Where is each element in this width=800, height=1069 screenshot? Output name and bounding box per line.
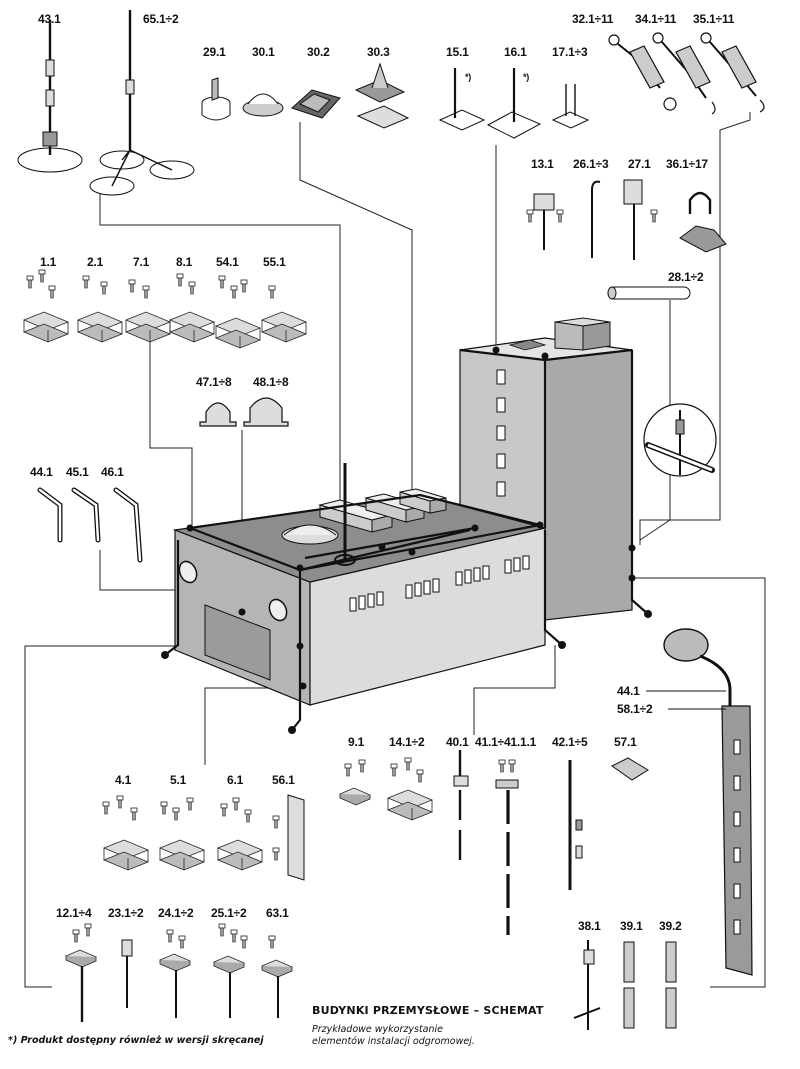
footnote: *) Produkt dostępny również w wersji skr…: [8, 1035, 264, 1046]
product-row-bottom: [65, 923, 293, 1022]
label-30-1: 30.1: [252, 45, 275, 59]
product-27-1: [623, 179, 658, 260]
product-28-1: [607, 286, 691, 300]
product-17-1: [551, 84, 590, 129]
label-5-1: 5.1: [170, 773, 187, 787]
product-43-1: [17, 20, 83, 173]
product-15-1: [438, 68, 486, 131]
label-2-1: 2.1: [87, 255, 104, 269]
label-28-1: 28.1÷2: [668, 270, 704, 284]
detail-magnifier: [643, 403, 717, 477]
label-36-1: 36.1÷17: [666, 157, 708, 171]
subtitle-line-1: Przykładowe wykorzystanie: [312, 1024, 443, 1035]
label-56-1: 56.1: [272, 773, 295, 787]
label-15-1: 15.1: [446, 45, 469, 59]
product-row-middle: [339, 750, 649, 935]
product-16-1: [486, 68, 542, 139]
label-29-1: 29.1: [203, 45, 226, 59]
subtitle-line-2: elementów instalacji odgromowej.: [312, 1036, 475, 1047]
label-24-1: 24.1÷2: [158, 906, 194, 920]
product-30-2: [291, 89, 341, 119]
industrial-building: [161, 317, 652, 734]
label-38-1: 38.1: [578, 919, 601, 933]
label-12-1: 12.1÷4: [56, 906, 92, 920]
product-30-1: [242, 93, 284, 117]
label-star-2: *): [523, 72, 529, 82]
label-48-1: 48.1÷8: [253, 375, 289, 389]
product-row-clamps-top: [23, 269, 307, 349]
label-39-1: 39.1: [620, 919, 643, 933]
label-30-3: 30.3: [367, 45, 390, 59]
label-34-1: 34.1÷11: [635, 12, 677, 26]
label-14-1: 14.1÷2: [389, 735, 425, 749]
label-6-1: 6.1: [227, 773, 244, 787]
label-44-1-a: 44.1: [30, 465, 53, 479]
label-7-1: 7.1: [133, 255, 150, 269]
label-39-2: 39.2: [659, 919, 682, 933]
label-1-1: 1.1: [40, 255, 57, 269]
product-saddles: [199, 397, 289, 427]
label-41-1: 41.1÷41.1.1: [475, 735, 537, 749]
label-8-1: 8.1: [176, 255, 193, 269]
label-42-1: 42.1÷5: [552, 735, 588, 749]
product-65-1: [89, 10, 195, 196]
label-54-1: 54.1: [216, 255, 239, 269]
label-55-1: 55.1: [263, 255, 286, 269]
label-46-1: 46.1: [101, 465, 124, 479]
label-9-1: 9.1: [348, 735, 365, 749]
label-47-1: 47.1÷8: [196, 375, 232, 389]
product-29-1: [201, 77, 231, 121]
label-40-1: 40.1: [446, 735, 469, 749]
label-45-1: 45.1: [66, 465, 89, 479]
product-36-1: [679, 191, 727, 253]
diagram-title: BUDYNKI PRZEMYSŁOWE – SCHEMAT: [312, 1004, 544, 1017]
product-turnbuckles: [608, 32, 765, 115]
label-58-1: 58.1÷2: [617, 702, 653, 716]
label-30-2: 30.2: [307, 45, 330, 59]
product-lamp-post: [663, 628, 753, 976]
label-26-1: 26.1÷3: [573, 157, 609, 171]
label-27-1: 27.1: [628, 157, 651, 171]
label-35-1: 35.1÷11: [693, 12, 735, 26]
label-17-1: 17.1÷3: [552, 45, 588, 59]
label-13-1: 13.1: [531, 157, 554, 171]
label-star-1: *): [465, 72, 471, 82]
label-4-1: 4.1: [115, 773, 132, 787]
diagram-subtitle: Przykładowe wykorzystanie elementów inst…: [312, 1024, 542, 1048]
product-13-1: [526, 193, 564, 250]
product-30-3: [354, 62, 410, 129]
label-25-1: 25.1÷2: [211, 906, 247, 920]
product-row-bottom-right: [573, 940, 677, 1030]
label-16-1: 16.1: [504, 45, 527, 59]
part-labels: 43.1 65.1÷2 29.1 30.1 30.2 30.3 15.1 *) …: [30, 12, 735, 933]
label-23-1: 23.1÷2: [108, 906, 144, 920]
product-row-lower: [102, 794, 305, 881]
label-43-1: 43.1: [38, 12, 61, 26]
label-44-1-b: 44.1: [617, 684, 640, 698]
label-57-1: 57.1: [614, 735, 637, 749]
product-26-1: [591, 180, 601, 258]
label-63-1: 63.1: [266, 906, 289, 920]
label-32-1: 32.1÷11: [572, 12, 614, 26]
label-65-1: 65.1÷2: [143, 12, 179, 26]
